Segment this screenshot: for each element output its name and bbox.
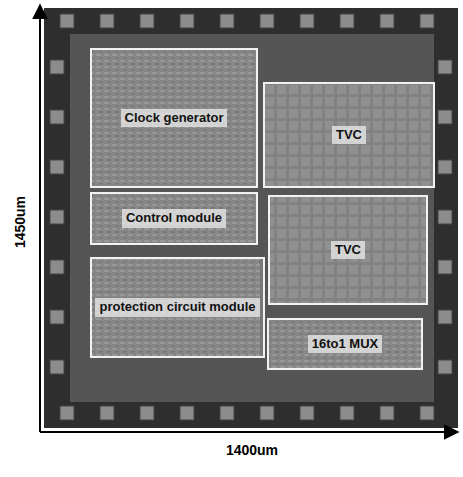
- circuit-block: Clock generator: [90, 48, 258, 188]
- core-area: [70, 34, 434, 402]
- block-label: TVC: [331, 241, 365, 260]
- block-label: protection circuit module: [95, 298, 259, 317]
- axis-arrow: [39, 5, 41, 432]
- axis-arrow: [40, 431, 458, 433]
- block-label: 16to1 MUX: [308, 335, 382, 354]
- circuit-block: TVC: [268, 195, 428, 305]
- circuit-block: Control module: [90, 192, 258, 245]
- dimension-label: 1450um: [12, 196, 28, 248]
- circuit-block: protection circuit module: [90, 257, 265, 358]
- dimension-label: 1400um: [226, 442, 278, 458]
- block-label: TVC: [332, 126, 366, 145]
- circuit-block: TVC: [263, 82, 435, 188]
- circuit-block: 16to1 MUX: [267, 318, 423, 370]
- bond-pads: [50, 14, 452, 420]
- die: [44, 8, 458, 428]
- block-label: Clock generator: [121, 109, 228, 128]
- block-label: Control module: [122, 209, 226, 228]
